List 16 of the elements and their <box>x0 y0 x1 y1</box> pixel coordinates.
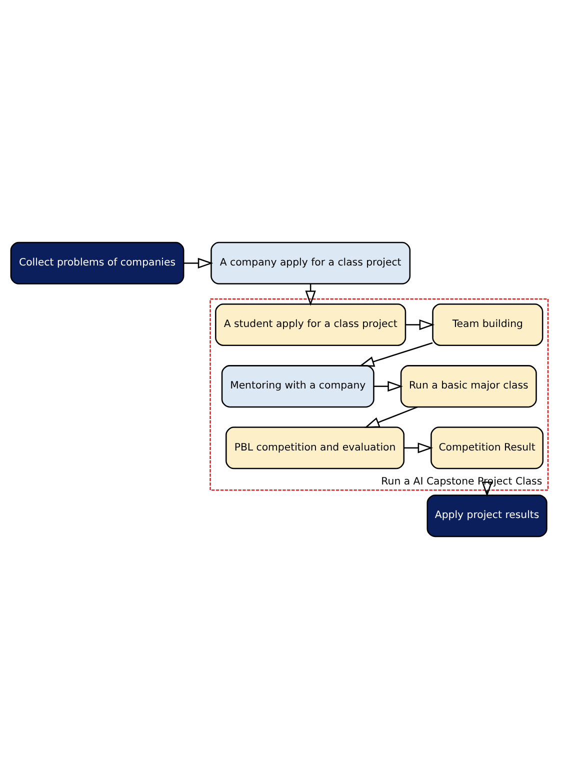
node-box: A company apply for a class project <box>210 241 411 284</box>
node-box: Mentoring with a company <box>221 364 374 408</box>
arrow <box>404 442 434 453</box>
arrow <box>364 406 418 428</box>
node-box: Apply project results <box>426 494 548 537</box>
node-box: PBL competition and evaluation <box>226 426 405 469</box>
node-box: Run a basic major class <box>400 364 537 408</box>
node-box: Collect problems of companies <box>10 241 184 284</box>
node-box: A student apply for a class project <box>215 302 406 346</box>
arrow <box>482 481 492 496</box>
node-box: Competition Result <box>430 426 544 469</box>
arrow <box>406 318 435 330</box>
arrow <box>184 257 214 268</box>
node-box: Team building <box>432 302 544 346</box>
arrow <box>374 380 403 392</box>
arrow <box>359 342 433 366</box>
